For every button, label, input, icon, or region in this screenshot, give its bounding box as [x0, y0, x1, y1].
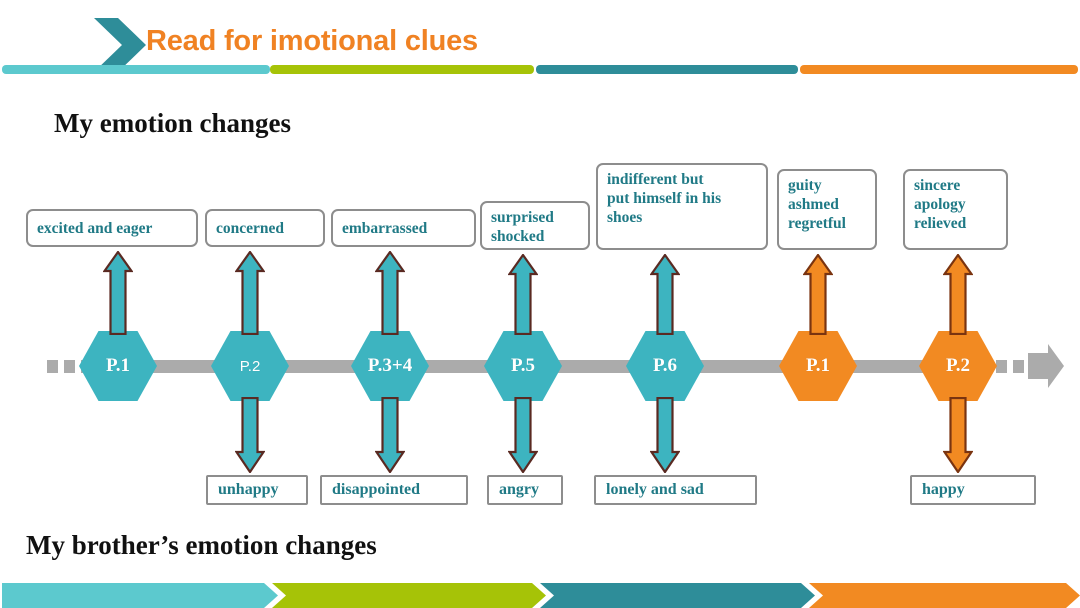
arrow-down-to-box-2: [374, 396, 406, 474]
emotion-box-top-3[interactable]: embarrassed: [331, 209, 476, 247]
header-bar-segment-1: [2, 65, 270, 74]
timeline-dash-right: [1013, 359, 1024, 373]
emotion-box-top-5[interactable]: indifferent but put himself in his shoes: [596, 163, 768, 250]
footer-bar-segment-3: [540, 583, 815, 608]
footer-bar-segment-2: [272, 583, 546, 608]
timeline-node-p-2[interactable]: P.2: [211, 331, 289, 401]
emotion-text-line: guity: [788, 177, 822, 194]
emotion-text-line: shocked: [491, 228, 545, 245]
timeline-arrowhead-icon: [1028, 344, 1064, 393]
arrow-down-to-box-4: [649, 396, 681, 474]
emotion-text-line: put himself in his: [607, 190, 722, 207]
emotion-text-line: excited and eager: [37, 220, 153, 237]
emotion-box-bottom-5[interactable]: happy: [910, 475, 1036, 505]
timeline-dash-left: [64, 359, 75, 373]
emotion-text-line: ashmed: [788, 196, 839, 213]
emotion-box-bottom-3[interactable]: angry: [487, 475, 563, 505]
header-bar-segment-4: [800, 65, 1078, 74]
emotion-box-top-7[interactable]: sincere apology relieved: [903, 169, 1008, 250]
emotion-text-line: relieved: [914, 215, 967, 232]
timeline-node-p-1[interactable]: P.1: [779, 331, 857, 401]
section-title-brother-emotion: My brother’s emotion changes: [26, 530, 377, 560]
emotion-box-bottom-4[interactable]: lonely and sad: [594, 475, 757, 505]
emotion-box-top-1[interactable]: excited and eager: [26, 209, 198, 247]
arrow-up-to-box-4: [507, 253, 539, 336]
arrow-up-to-box-5: [649, 253, 681, 336]
emotion-text-line: regretful: [788, 215, 846, 232]
footer-bar-segment-4: [809, 583, 1080, 608]
arrow-up-to-box-7: [942, 253, 974, 336]
arrow-up-to-box-6: [802, 253, 834, 336]
arrow-up-to-box-2: [234, 250, 266, 336]
emotion-box-bottom-2[interactable]: disappointed: [320, 475, 468, 505]
arrow-down-to-box-1: [234, 396, 266, 474]
arrow-up-to-box-3: [374, 250, 406, 336]
emotion-text-line: angry: [499, 481, 539, 498]
page-title: Read for imotional clues: [146, 25, 478, 57]
emotion-text-line: lonely and sad: [606, 481, 704, 498]
emotion-box-bottom-1[interactable]: unhappy: [206, 475, 308, 505]
emotion-box-top-4[interactable]: surprised shocked: [480, 201, 590, 250]
emotion-box-top-2[interactable]: concerned: [205, 209, 325, 247]
emotion-text-line: concerned: [216, 220, 285, 237]
timeline-node-p-3-4[interactable]: P.3+4: [351, 331, 429, 401]
timeline-node-p-6[interactable]: P.6: [626, 331, 704, 401]
emotion-text-line: apology: [914, 196, 966, 213]
timeline-node-p-2[interactable]: P.2: [919, 331, 997, 401]
emotion-text-line: shoes: [607, 209, 643, 226]
timeline-node-p-5[interactable]: P.5: [484, 331, 562, 401]
header-bar-segment-2: [270, 65, 534, 74]
emotion-text-line: happy: [922, 481, 965, 498]
emotion-text-line: surprised: [491, 209, 554, 226]
emotion-text-line: embarrassed: [342, 220, 428, 237]
emotion-text-line: sincere: [914, 177, 961, 194]
timeline-dash-right: [996, 359, 1007, 373]
arrow-down-to-box-5: [942, 396, 974, 474]
emotion-text-line: disappointed: [332, 481, 421, 498]
arrow-up-to-box-1: [102, 250, 134, 336]
timeline-node-p-1[interactable]: P.1: [79, 331, 157, 401]
timeline-dash-left: [47, 359, 58, 373]
footer-bar: [0, 583, 1080, 608]
footer-bar-segment-1: [2, 583, 278, 608]
emotion-text-line: indifferent but: [607, 171, 704, 188]
arrow-down-to-box-3: [507, 396, 539, 474]
emotion-text-line: unhappy: [218, 481, 279, 498]
chevron-right-icon: [92, 16, 148, 74]
section-title-my-emotion: My emotion changes: [54, 108, 291, 138]
emotion-box-top-6[interactable]: guity ashmed regretful: [777, 169, 877, 250]
header-bar-segment-3: [536, 65, 798, 74]
